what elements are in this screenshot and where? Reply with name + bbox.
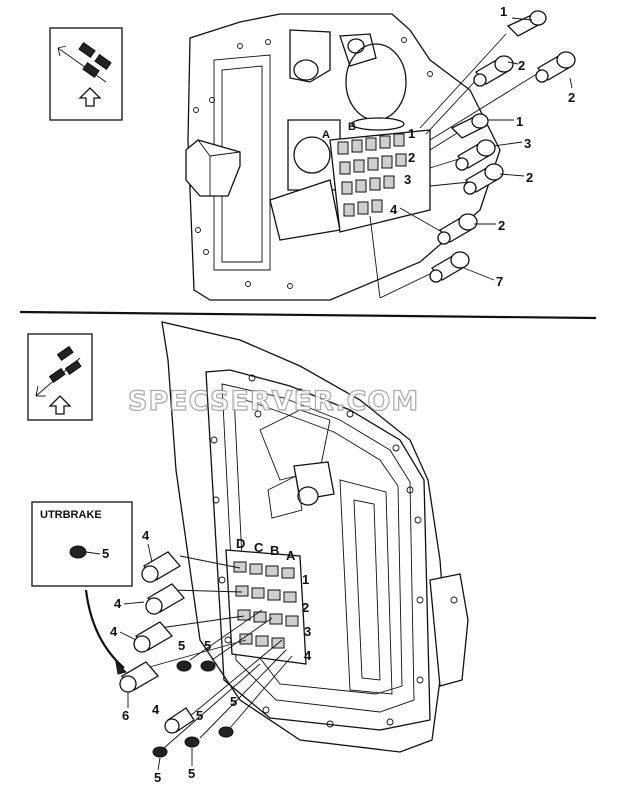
section-divider — [19, 310, 597, 320]
callout-7: 7 — [496, 274, 503, 289]
row-letter-a: A — [322, 129, 330, 141]
bottom-row-4: 4 — [304, 648, 312, 663]
watermark: SPECSERVER.COM — [128, 386, 419, 417]
utrbrake-inset: UTRBRAKE 5 — [31, 501, 133, 675]
bottom-row-2: 2 — [302, 600, 309, 615]
callout-4a: 4 — [142, 528, 150, 543]
transmission-housing-top — [185, 13, 501, 301]
fitting-1a — [506, 10, 547, 37]
fitting-6 — [119, 661, 160, 693]
fitting-2c — [463, 163, 504, 195]
callouts-bottom: 4 4 4 6 5 5 4 5 5 5 5 — [110, 528, 237, 785]
up-arrow-icon — [78, 87, 102, 107]
row-number-2: 2 — [408, 150, 415, 165]
callout-2d: 2 — [498, 218, 505, 233]
callouts-top: 1 2 2 1 3 2 2 7 — [463, 4, 575, 289]
fitting-4a — [141, 551, 182, 583]
inset-title: UTRBRAKE — [40, 509, 102, 521]
up-arrow-icon — [48, 395, 72, 415]
callout-5d: 5 — [230, 694, 237, 709]
orientation-icon-bottom — [27, 333, 93, 421]
fitting-1b — [450, 113, 489, 139]
row-number-1: 1 — [408, 126, 415, 141]
column-letter-c: C — [254, 540, 264, 555]
inset-pointer-arrow — [84, 589, 125, 669]
callout-4c: 4 — [110, 624, 118, 639]
callout-2a: 2 — [518, 58, 525, 73]
inset-callout: 5 — [102, 546, 109, 561]
callout-2b: 2 — [568, 90, 575, 105]
callout-5b: 5 — [204, 638, 211, 653]
valve-block-top: A B 1 2 3 4 — [322, 117, 431, 233]
orientation-icon-top — [49, 27, 123, 121]
fitting-2a — [473, 55, 514, 87]
fitting-2d — [437, 213, 478, 245]
fitting-7 — [429, 251, 470, 283]
callout-2c: 2 — [526, 170, 533, 185]
callout-5e: 5 — [154, 770, 161, 785]
fitting-3 — [455, 139, 496, 171]
fitting-4c — [133, 621, 174, 653]
fitting-4b — [145, 583, 186, 615]
callout-5c: 5 — [196, 708, 203, 723]
row-number-4: 4 — [390, 202, 398, 217]
callout-6: 6 — [122, 708, 129, 723]
fitting-4d — [164, 707, 195, 734]
plugs — [152, 660, 234, 758]
bottom-row-3: 3 — [304, 624, 311, 639]
callout-3: 3 — [524, 136, 531, 151]
callout-1b: 1 — [516, 114, 523, 129]
column-letter-b: B — [270, 543, 279, 558]
column-letter-d: D — [236, 536, 245, 551]
row-letter-b: B — [348, 121, 356, 133]
fitting-2b — [535, 51, 576, 83]
callout-4d: 4 — [152, 702, 160, 717]
callout-5a: 5 — [178, 638, 185, 653]
row-number-3: 3 — [404, 172, 411, 187]
bottom-row-1: 1 — [302, 572, 309, 587]
column-letter-a: A — [286, 548, 296, 563]
callout-5f: 5 — [188, 766, 195, 781]
callout-1a: 1 — [500, 4, 507, 19]
leader-lines-top — [369, 33, 541, 299]
valve-block-bottom: D C B A 1 2 3 4 — [225, 536, 312, 665]
transmission-housing-bottom — [161, 321, 469, 753]
leader-lines-bottom — [145, 555, 293, 749]
callout-4b: 4 — [114, 596, 122, 611]
